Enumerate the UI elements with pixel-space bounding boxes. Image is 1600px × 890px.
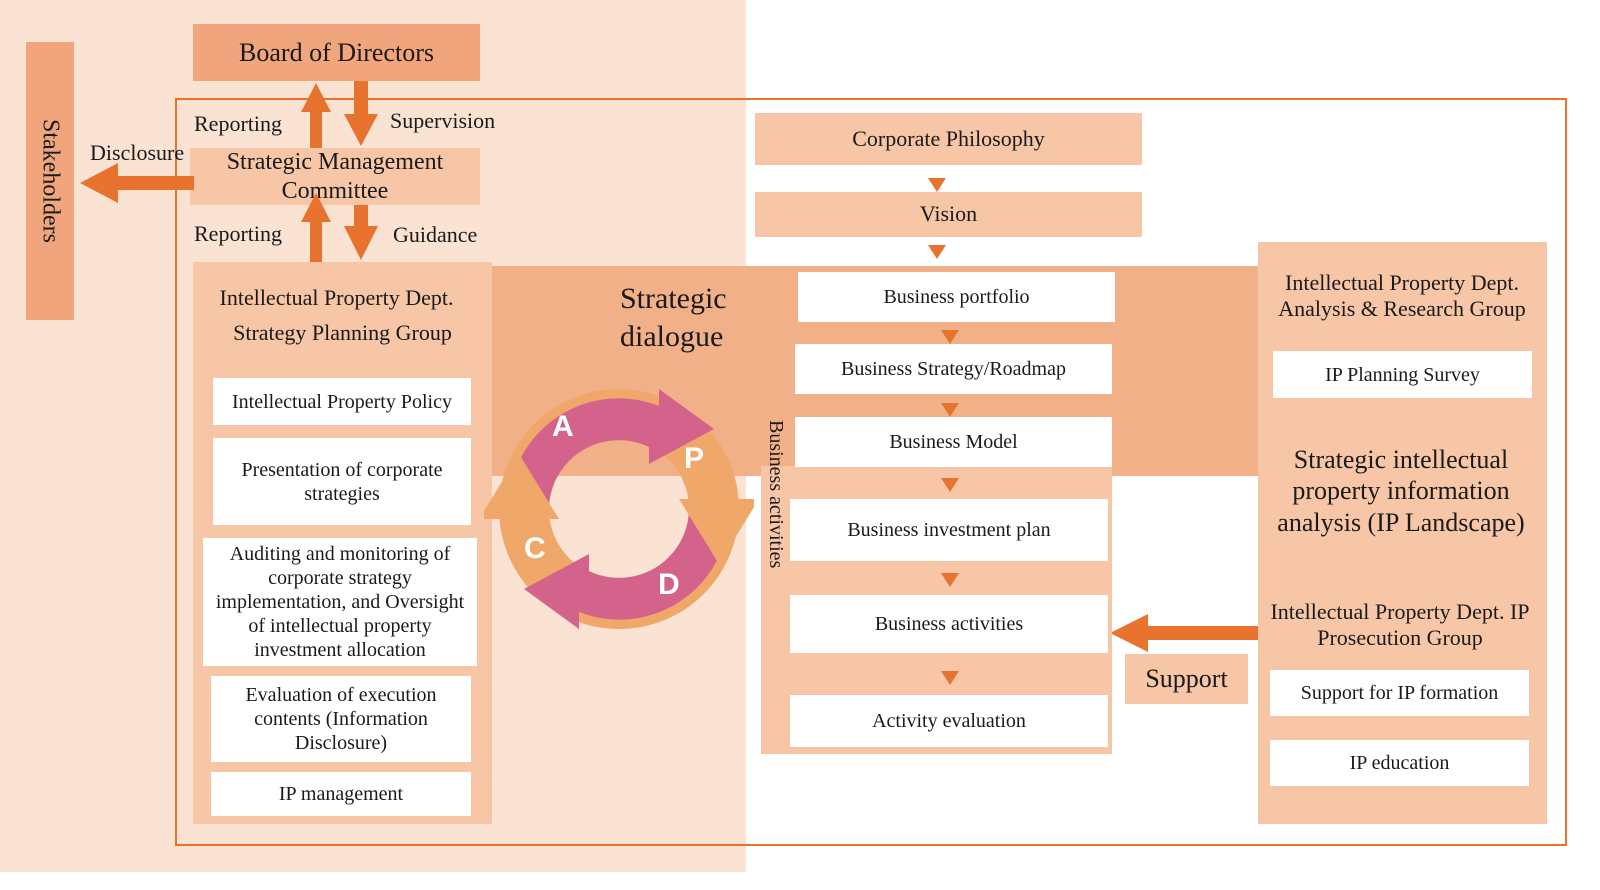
reporting-label-bottom: Reporting xyxy=(194,221,282,246)
support-ip-formation-label: Support for IP formation xyxy=(1300,682,1499,704)
reporting-up-arrow-bottom xyxy=(301,193,331,262)
guidance-down-arrow xyxy=(344,205,378,260)
business-strategy-box: Business Strategy/Roadmap xyxy=(795,344,1112,394)
business-investment-box: Business investment plan xyxy=(790,499,1108,561)
prosecution-title: Intellectual Property Dept. IP Prosecuti… xyxy=(1262,580,1538,670)
corporate-strategies-box: Presentation of corporate strategies xyxy=(213,438,471,525)
business-activities-box: Business activities xyxy=(790,595,1108,653)
board-of-directors-label: Board of Directors xyxy=(239,37,434,67)
business-activities-vertical-label: Business activities xyxy=(765,420,787,569)
strategic-dialogue-label: Strategic dialogue xyxy=(620,282,727,353)
support-label: Support xyxy=(1145,664,1228,694)
supervision-label: Supervision xyxy=(390,108,496,133)
auditing-monitoring-box: Auditing and monitoring of corporate str… xyxy=(203,538,477,666)
vision-box: Vision xyxy=(755,192,1142,237)
prosecution-title-label: Intellectual Property Dept. IP Prosecuti… xyxy=(1270,598,1530,650)
ip-planning-survey-box: IP Planning Survey xyxy=(1273,351,1532,398)
stakeholders-label: Stakeholders xyxy=(37,119,64,243)
strategy-planning-title-line1: Intellectual Property Dept. xyxy=(219,285,454,310)
ip-policy-box: Intellectual Property Policy xyxy=(213,378,471,425)
auditing-monitoring-label: Auditing and monitoring of corporate str… xyxy=(215,543,465,661)
guidance-label: Guidance xyxy=(393,222,478,247)
vision-label: Vision xyxy=(919,201,978,227)
down-triangle-1 xyxy=(928,178,946,192)
activity-evaluation-label: Activity evaluation xyxy=(872,710,1026,732)
business-activities-label: Business activities xyxy=(874,613,1024,635)
pdca-letter-p: P xyxy=(684,442,705,475)
down-triangle-3 xyxy=(941,330,959,344)
business-model-label: Business Model xyxy=(889,431,1018,453)
business-investment-label: Business investment plan xyxy=(847,519,1051,541)
support-ip-formation-box: Support for IP formation xyxy=(1270,670,1529,716)
strategic-management-committee-box: Strategic Management Committee xyxy=(190,148,480,205)
disclosure-label: Disclosure xyxy=(90,140,185,165)
board-of-directors-box: Board of Directors xyxy=(193,24,480,81)
strategic-management-committee-label: Strategic Management Committee xyxy=(226,148,444,204)
down-triangle-5 xyxy=(941,478,959,492)
reporting-label-top: Reporting xyxy=(194,111,282,136)
business-portfolio-box: Business portfolio xyxy=(798,272,1115,322)
ip-planning-survey-label: IP Planning Survey xyxy=(1325,363,1480,386)
pdca-arc-d xyxy=(524,504,729,629)
support-box: Support xyxy=(1125,654,1248,704)
ip-policy-label: Intellectual Property Policy xyxy=(232,390,452,413)
down-triangle-7 xyxy=(941,671,959,685)
business-portfolio-label: Business portfolio xyxy=(883,286,1030,308)
pdca-cycle xyxy=(484,389,754,629)
evaluation-execution-box: Evaluation of execution contents (Inform… xyxy=(211,676,471,762)
business-strategy-label: Business Strategy/Roadmap xyxy=(841,358,1066,380)
strategy-planning-title-line2: Strategy Planning Group xyxy=(233,320,452,346)
ip-management-label: IP management xyxy=(278,783,404,805)
activity-evaluation-box: Activity evaluation xyxy=(790,695,1108,747)
pdca-letter-c: C xyxy=(524,532,546,565)
corporate-philosophy-label: Corporate Philosophy xyxy=(852,125,1045,151)
ip-education-box: IP education xyxy=(1270,740,1529,786)
disclosure-arrow xyxy=(80,163,194,203)
strategy-planning-group-title: Intellectual Property Dept. Strategy Pla… xyxy=(193,280,492,350)
pdca-arrowhead-p xyxy=(679,499,754,564)
corporate-strategies-label: Presentation of corporate strategies xyxy=(241,458,443,505)
pdca-letter-a: A xyxy=(552,410,574,443)
analysis-research-title: Intellectual Property Dept. Analysis & R… xyxy=(1262,250,1542,342)
pdca-arc-a xyxy=(509,389,714,514)
reporting-up-arrow-top xyxy=(301,83,331,148)
ip-research-panel xyxy=(1258,242,1547,824)
pdca-letter-d: D xyxy=(658,568,680,601)
down-triangle-4 xyxy=(941,403,959,417)
down-triangle-2 xyxy=(928,245,946,259)
down-triangle-6 xyxy=(941,573,959,587)
organization-frame xyxy=(175,98,1567,846)
support-arrow xyxy=(1110,614,1258,652)
business-model-box: Business Model xyxy=(795,417,1112,467)
corporate-philosophy-box: Corporate Philosophy xyxy=(755,113,1142,165)
ip-education-label: IP education xyxy=(1349,752,1450,774)
evaluation-execution-label: Evaluation of execution contents (Inform… xyxy=(245,684,437,754)
ip-landscape-label: Strategic intellectual property informat… xyxy=(1277,445,1525,537)
stakeholders-box: Stakeholders xyxy=(26,42,74,320)
ip-landscape-box: Strategic intellectual property informat… xyxy=(1262,425,1540,557)
analysis-research-title-label: Intellectual Property Dept. Analysis & R… xyxy=(1278,269,1526,321)
supervision-down-arrow xyxy=(344,81,378,146)
pdca-arrowhead-c xyxy=(484,454,559,519)
ip-management-box: IP management xyxy=(211,772,471,816)
